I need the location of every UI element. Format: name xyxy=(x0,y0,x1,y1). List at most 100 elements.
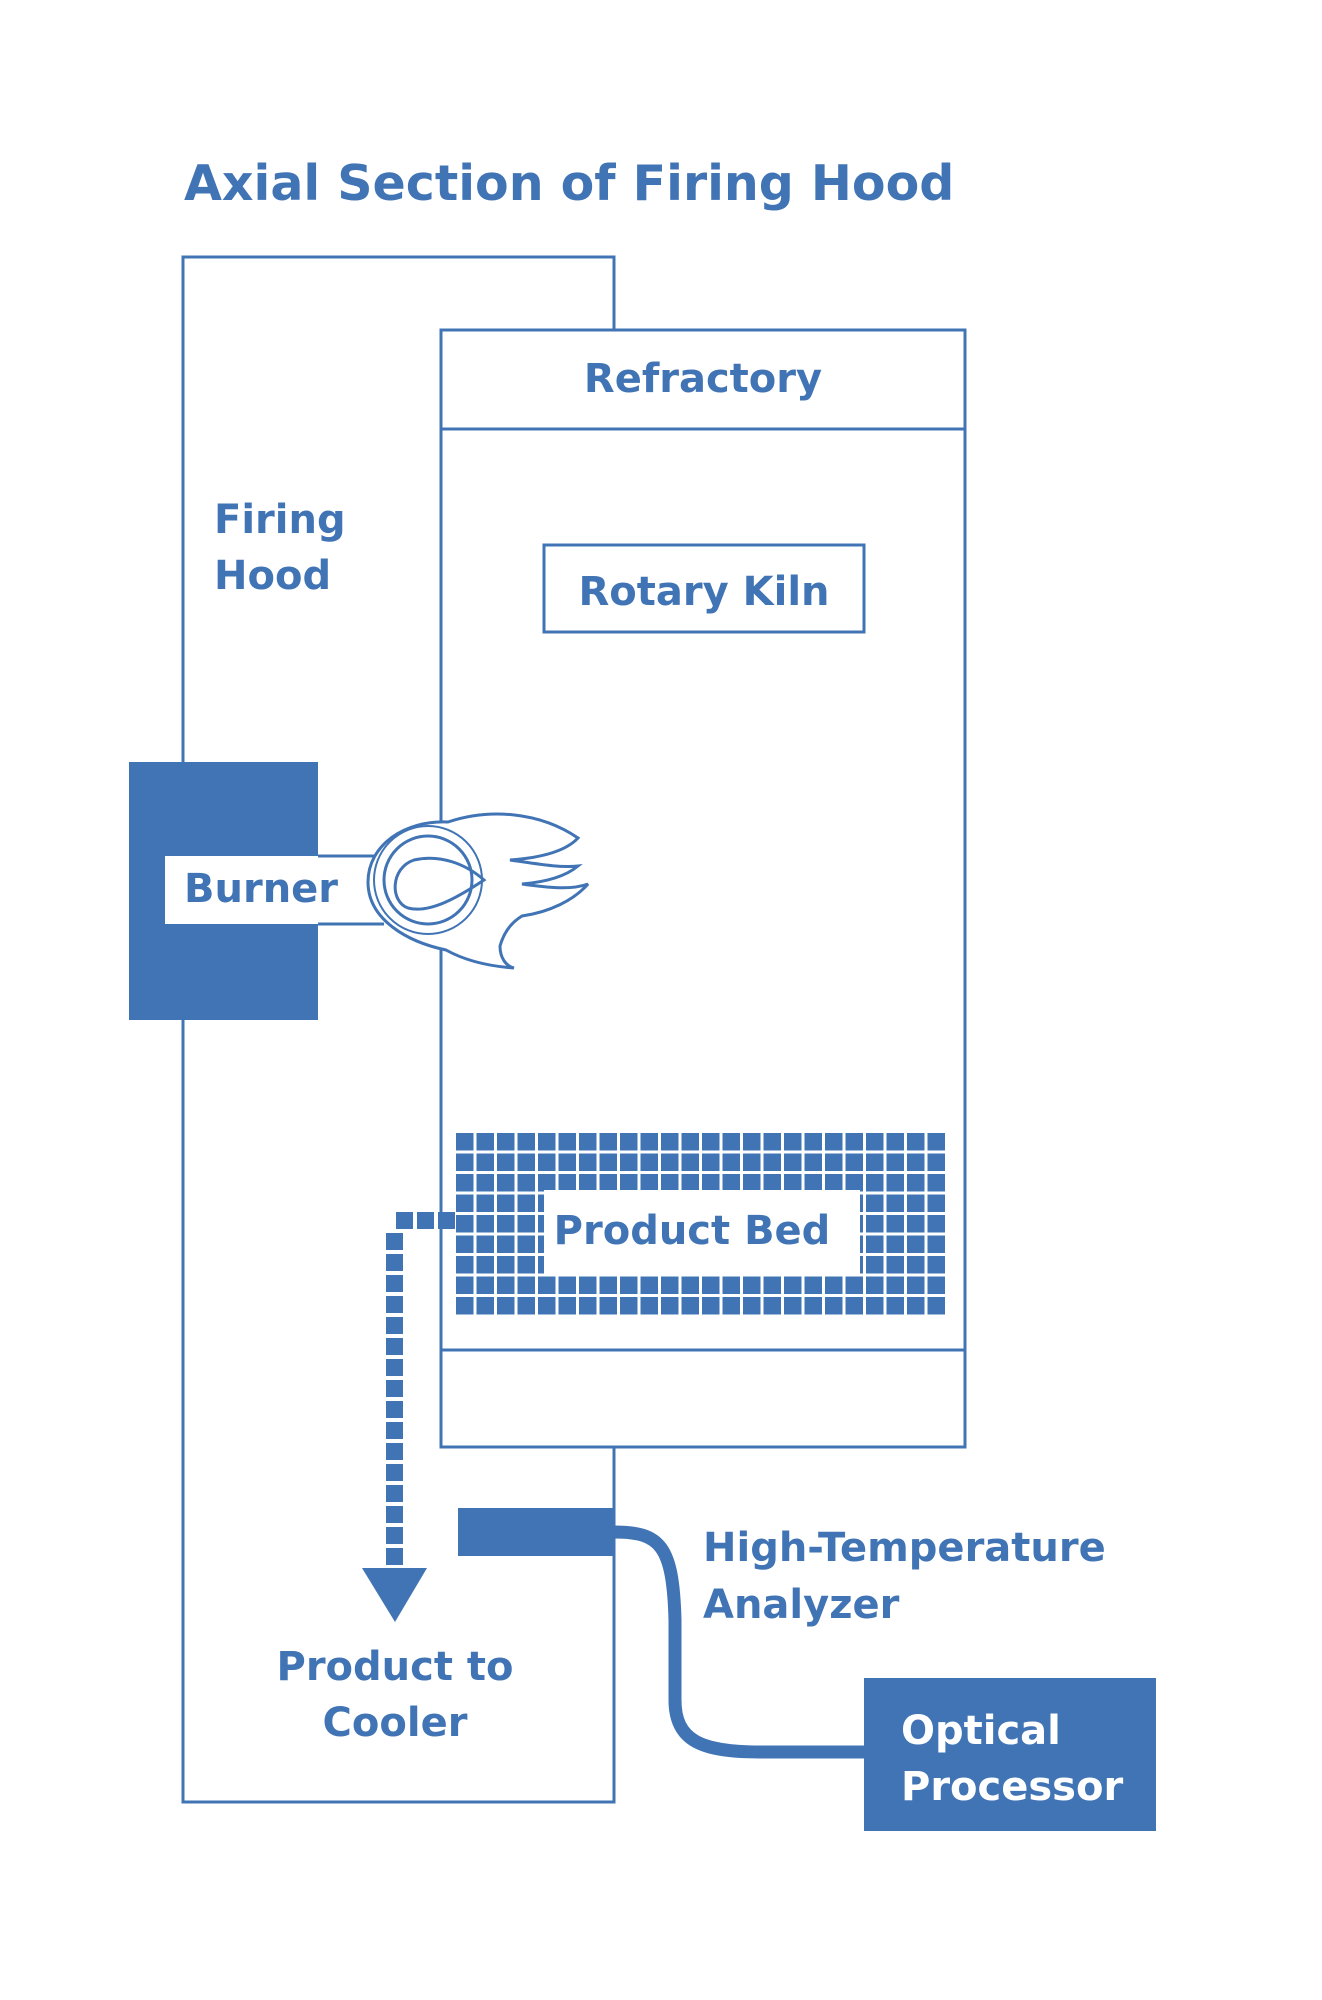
product-bed-cell xyxy=(579,1174,597,1192)
product-bed-cell xyxy=(845,1153,863,1171)
product-bed-cell xyxy=(476,1235,494,1253)
product-bed-cell xyxy=(866,1215,884,1233)
product-bed-cell xyxy=(866,1133,884,1151)
product-bed-cell xyxy=(702,1276,720,1294)
product-bed-cell xyxy=(599,1174,617,1192)
product-bed-cell xyxy=(825,1276,843,1294)
product-bed-cell xyxy=(804,1174,822,1192)
product-bed-cell xyxy=(722,1297,740,1315)
product-bed-cell xyxy=(640,1153,658,1171)
product-bed-cell xyxy=(927,1133,945,1151)
product-bed-cell xyxy=(538,1276,556,1294)
product-bed-cell xyxy=(907,1276,925,1294)
product-bed-cell xyxy=(558,1133,576,1151)
product-bed-cell xyxy=(620,1276,638,1294)
refractory-label: Refractory xyxy=(584,356,822,402)
product-bed-cell xyxy=(497,1133,515,1151)
product-bed-cell xyxy=(497,1276,515,1294)
product-bed-cell xyxy=(456,1297,474,1315)
product-bed-cell xyxy=(517,1174,535,1192)
discharge-dash xyxy=(386,1233,403,1250)
product-bed-cell xyxy=(743,1133,761,1151)
product-bed-cell xyxy=(476,1256,494,1274)
product-bed-cell xyxy=(886,1215,904,1233)
product-bed-cell xyxy=(456,1153,474,1171)
product-bed-cell xyxy=(517,1297,535,1315)
analyzer-probe xyxy=(458,1508,614,1556)
product-bed-cell xyxy=(907,1235,925,1253)
product-bed-cell xyxy=(825,1133,843,1151)
analyzer-label-line1: High-Temperature xyxy=(703,1525,1106,1571)
product-bed-cell xyxy=(681,1276,699,1294)
product-bed-cell xyxy=(497,1297,515,1315)
product-bed-cell xyxy=(620,1297,638,1315)
product-bed-cell xyxy=(517,1215,535,1233)
product-bed-cell xyxy=(907,1153,925,1171)
optical-processor-box xyxy=(864,1678,1156,1831)
product-bed-cell xyxy=(907,1256,925,1274)
product-bed-cell xyxy=(620,1153,638,1171)
product-bed-label: Product Bed xyxy=(554,1208,831,1254)
discharge-dash xyxy=(386,1443,403,1460)
product-bed-cell xyxy=(476,1133,494,1151)
discharge-dash xyxy=(386,1464,403,1481)
product-bed-cell xyxy=(599,1276,617,1294)
discharge-dash xyxy=(386,1296,403,1313)
product-bed-cell xyxy=(866,1174,884,1192)
product-bed-cell xyxy=(763,1276,781,1294)
product-bed-cell xyxy=(579,1276,597,1294)
product-bed-cell xyxy=(866,1256,884,1274)
product-bed-cell xyxy=(845,1276,863,1294)
product-bed-cell xyxy=(784,1133,802,1151)
rotary-kiln-box xyxy=(542,543,866,634)
product-bed-cell xyxy=(599,1297,617,1315)
product-bed-cell xyxy=(722,1174,740,1192)
product-bed-cell xyxy=(763,1297,781,1315)
product-bed-cell xyxy=(845,1174,863,1192)
product-bed-cell xyxy=(497,1235,515,1253)
product-bed-cell xyxy=(866,1235,884,1253)
analyzer-label-line2: Analyzer xyxy=(703,1582,900,1628)
product-bed-cell xyxy=(640,1276,658,1294)
product-bed-cell xyxy=(866,1194,884,1212)
product-bed-cell xyxy=(743,1153,761,1171)
product-bed-cell xyxy=(517,1256,535,1274)
product-bed-cell xyxy=(456,1235,474,1253)
product-bed-cell xyxy=(558,1174,576,1192)
product-bed-cell xyxy=(517,1276,535,1294)
discharge-dash xyxy=(386,1422,403,1439)
product-bed-cell xyxy=(743,1297,761,1315)
discharge-dash xyxy=(386,1506,403,1523)
product-bed-cell xyxy=(558,1297,576,1315)
product-bed-cell xyxy=(927,1215,945,1233)
product-bed-cell xyxy=(722,1153,740,1171)
product-bed-cell xyxy=(661,1174,679,1192)
product-bed-cell xyxy=(886,1276,904,1294)
product-bed-cell xyxy=(763,1153,781,1171)
product-bed-cell xyxy=(579,1297,597,1315)
flame-icon xyxy=(366,812,590,970)
product-bed-cell xyxy=(681,1133,699,1151)
product-bed-cell xyxy=(907,1194,925,1212)
product-bed-cell xyxy=(927,1174,945,1192)
product-bed-cell xyxy=(476,1297,494,1315)
product-bed-cell xyxy=(784,1276,802,1294)
product-bed-cell xyxy=(886,1133,904,1151)
product-bed-cell xyxy=(456,1133,474,1151)
discharge-dash xyxy=(386,1338,403,1355)
product-bed-cell xyxy=(476,1153,494,1171)
product-bed-cell xyxy=(866,1153,884,1171)
product-bed-cell xyxy=(661,1133,679,1151)
product-bed-cell xyxy=(456,1174,474,1192)
product-bed-cell xyxy=(681,1297,699,1315)
product-bed-cell xyxy=(640,1133,658,1151)
product-bed-cell xyxy=(927,1256,945,1274)
product-bed-cell xyxy=(804,1133,822,1151)
fiber-optic-cable xyxy=(613,1525,866,1759)
product-bed-cell xyxy=(476,1174,494,1192)
product-bed-cell xyxy=(866,1297,884,1315)
discharge-dash xyxy=(396,1212,413,1229)
discharge-dash xyxy=(386,1317,403,1334)
product-bed-cell xyxy=(927,1153,945,1171)
